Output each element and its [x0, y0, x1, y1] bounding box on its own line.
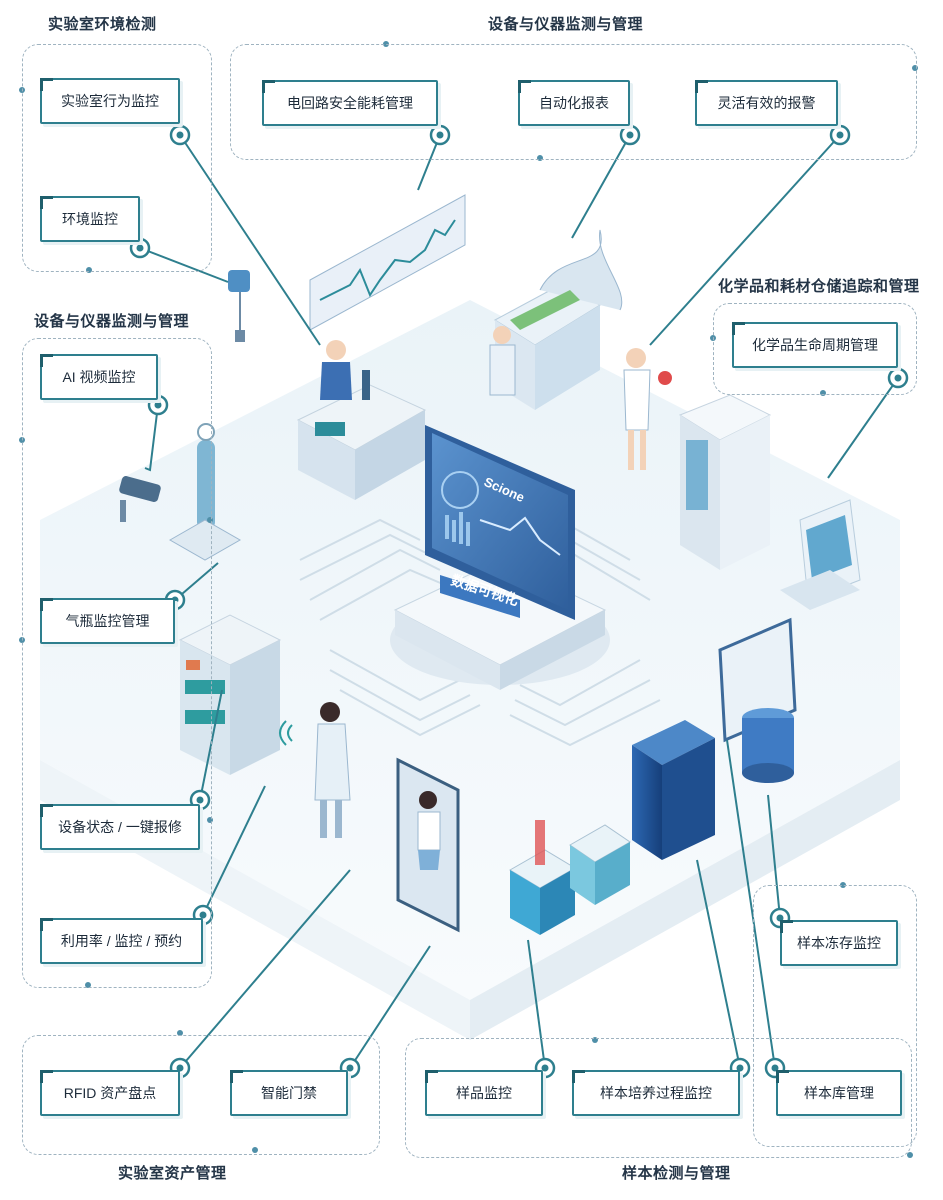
section-title-assets: 实验室资产管理 — [118, 1165, 227, 1182]
label-rfid: RFID 资产盘点 — [40, 1070, 180, 1116]
label-lab-behavior: 实验室行为监控 — [40, 78, 180, 124]
equipment-left-group-box — [22, 338, 212, 988]
scanning-scientist — [279, 702, 351, 838]
label-ai-video: AI 视频监控 — [40, 354, 158, 400]
section-title-env: 实验室环境检测 — [48, 16, 157, 33]
waveform-panel — [309, 194, 466, 331]
label-circuit-energy: 电回路安全能耗管理 — [262, 80, 438, 126]
cctv-camera — [119, 476, 161, 522]
equipment-top-group-box — [230, 44, 917, 160]
sample-equipment — [509, 820, 631, 935]
samples-group-box — [405, 1038, 912, 1158]
label-device-status: 设备状态 / 一键报修 — [40, 804, 200, 850]
incubator — [632, 720, 715, 860]
section-title-equipment-top: 设备与仪器监测与管理 — [488, 16, 644, 33]
connector-rings — [129, 124, 909, 1079]
chemical-cabinet — [678, 394, 772, 570]
alarm-scientist — [623, 348, 672, 470]
report-printer — [489, 229, 623, 410]
sample-freeze-group-box — [753, 885, 917, 1147]
label-smart-alarm: 灵活有效的报警 — [695, 80, 838, 126]
label-env-control: 环境监控 — [40, 196, 140, 242]
freezer-tank — [718, 617, 797, 783]
section-title-equipment-left: 设备与仪器监测与管理 — [34, 313, 190, 330]
section-title-samples: 样本检测与管理 — [622, 1165, 731, 1182]
central-dashboard — [390, 425, 610, 690]
smart-door — [396, 757, 460, 933]
label-sample-bank: 样本库管理 — [776, 1070, 902, 1116]
lab-bench — [296, 340, 427, 500]
label-sample-monitor: 样品监控 — [425, 1070, 543, 1116]
label-smart-access: 智能门禁 — [230, 1070, 348, 1116]
section-title-chemicals: 化学品和耗材仓储追踪和管理 — [718, 278, 920, 295]
chemicals-group-box — [713, 303, 917, 395]
gas-cylinder — [168, 423, 242, 561]
label-gas-cylinder: 气瓶监控管理 — [40, 598, 175, 644]
label-culture-process: 样本培养过程监控 — [572, 1070, 740, 1116]
env-group-box — [22, 44, 212, 272]
equipment-rack — [178, 614, 282, 775]
label-auto-report: 自动化报表 — [518, 80, 630, 126]
label-utilization: 利用率 / 监控 / 预约 — [40, 918, 203, 964]
env-sensor — [228, 270, 250, 342]
label-sample-freeze: 样本冻存监控 — [780, 920, 898, 966]
label-chem-lifecycle: 化学品生命周期管理 — [732, 322, 898, 368]
assets-group-box — [22, 1035, 380, 1155]
kiosk-terminal — [780, 499, 861, 610]
